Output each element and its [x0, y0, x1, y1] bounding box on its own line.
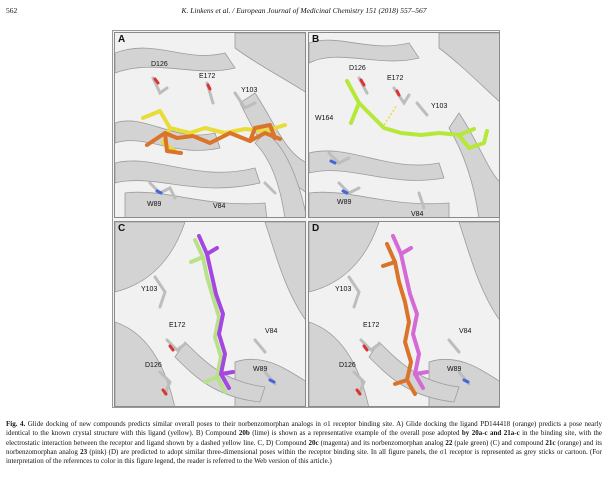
residue-label: V84: [411, 211, 424, 218]
panel-letter: D: [312, 223, 320, 234]
panel-a-render: [115, 33, 305, 217]
panel-d: D Y103 E172 V84 D126 W89: [308, 221, 500, 407]
caption-text: (orange) and its norbenzomorphan analog: [6, 438, 602, 456]
caption-text: (magenta) and its norbenzomorphan analog: [318, 438, 446, 447]
journal-name: European Journal of Medicinal Chemistry …: [236, 6, 427, 15]
journal-authors: K. Linkens et al. /: [181, 6, 237, 15]
caption-text: (lime) is shown as a representative exam…: [249, 429, 462, 438]
residue-label: E172: [199, 73, 216, 80]
residue-label: Y103: [431, 103, 448, 110]
residue-label: Y103: [141, 286, 158, 293]
running-header: 562 K. Linkens et al. / European Journal…: [6, 6, 602, 18]
residue-label: W89: [337, 199, 352, 206]
page-number: 562: [6, 6, 18, 15]
compound-ref: 21c: [545, 438, 556, 447]
compound-ref: 23: [80, 447, 88, 456]
panel-letter: B: [312, 34, 320, 45]
panel-letter: C: [118, 223, 126, 234]
residue-label: D126: [349, 65, 366, 72]
caption-text: (pale green) (C) and compound: [452, 438, 546, 447]
residue-label: W89: [253, 366, 268, 373]
residue-label: D126: [145, 362, 162, 369]
panel-b-render: [309, 33, 499, 217]
residue-label: E172: [169, 322, 186, 329]
panel-b: B D126 E172 Y103 W164 W89 V84: [308, 32, 500, 218]
panel-d-render: [309, 222, 499, 406]
residue-label: W89: [147, 201, 162, 208]
panel-a: A D126 E172 Y103 W89 V84: [114, 32, 306, 218]
caption-text: (pink) (D) are predicted to adopt simila…: [6, 447, 602, 466]
caption-text: Glide docking of new compounds predicts …: [6, 420, 602, 438]
caption-label: Fig. 4.: [6, 420, 26, 428]
journal-citation: K. Linkens et al. / European Journal of …: [6, 6, 602, 15]
figure-caption: Fig. 4. Glide docking of new compounds p…: [6, 420, 602, 466]
residue-label: D126: [339, 362, 356, 369]
residue-label: E172: [387, 75, 404, 82]
residue-label: E172: [363, 322, 380, 329]
figure-4: A D126 E172 Y103 W89 V84: [112, 30, 500, 408]
residue-label: V84: [213, 203, 226, 210]
compound-ref: 22: [445, 438, 453, 447]
residue-label: D126: [151, 61, 168, 68]
residue-label: Y103: [335, 286, 352, 293]
residue-label: W89: [447, 366, 462, 373]
panel-c: C Y103 E172 V84 D126 W89: [114, 221, 306, 407]
residue-label: Y103: [241, 87, 258, 94]
panel-c-render: [115, 222, 305, 406]
compound-ref: 20b: [238, 429, 250, 438]
panel-letter: A: [118, 34, 126, 45]
compound-ref: by 20a-c and 21a-c: [461, 429, 520, 438]
residue-label: V84: [265, 328, 278, 335]
caption-text: in the binding site, with the electrosta…: [6, 429, 603, 447]
residue-label: W164: [315, 115, 334, 122]
residue-label: V84: [459, 328, 472, 335]
compound-ref: 20c: [308, 438, 319, 447]
